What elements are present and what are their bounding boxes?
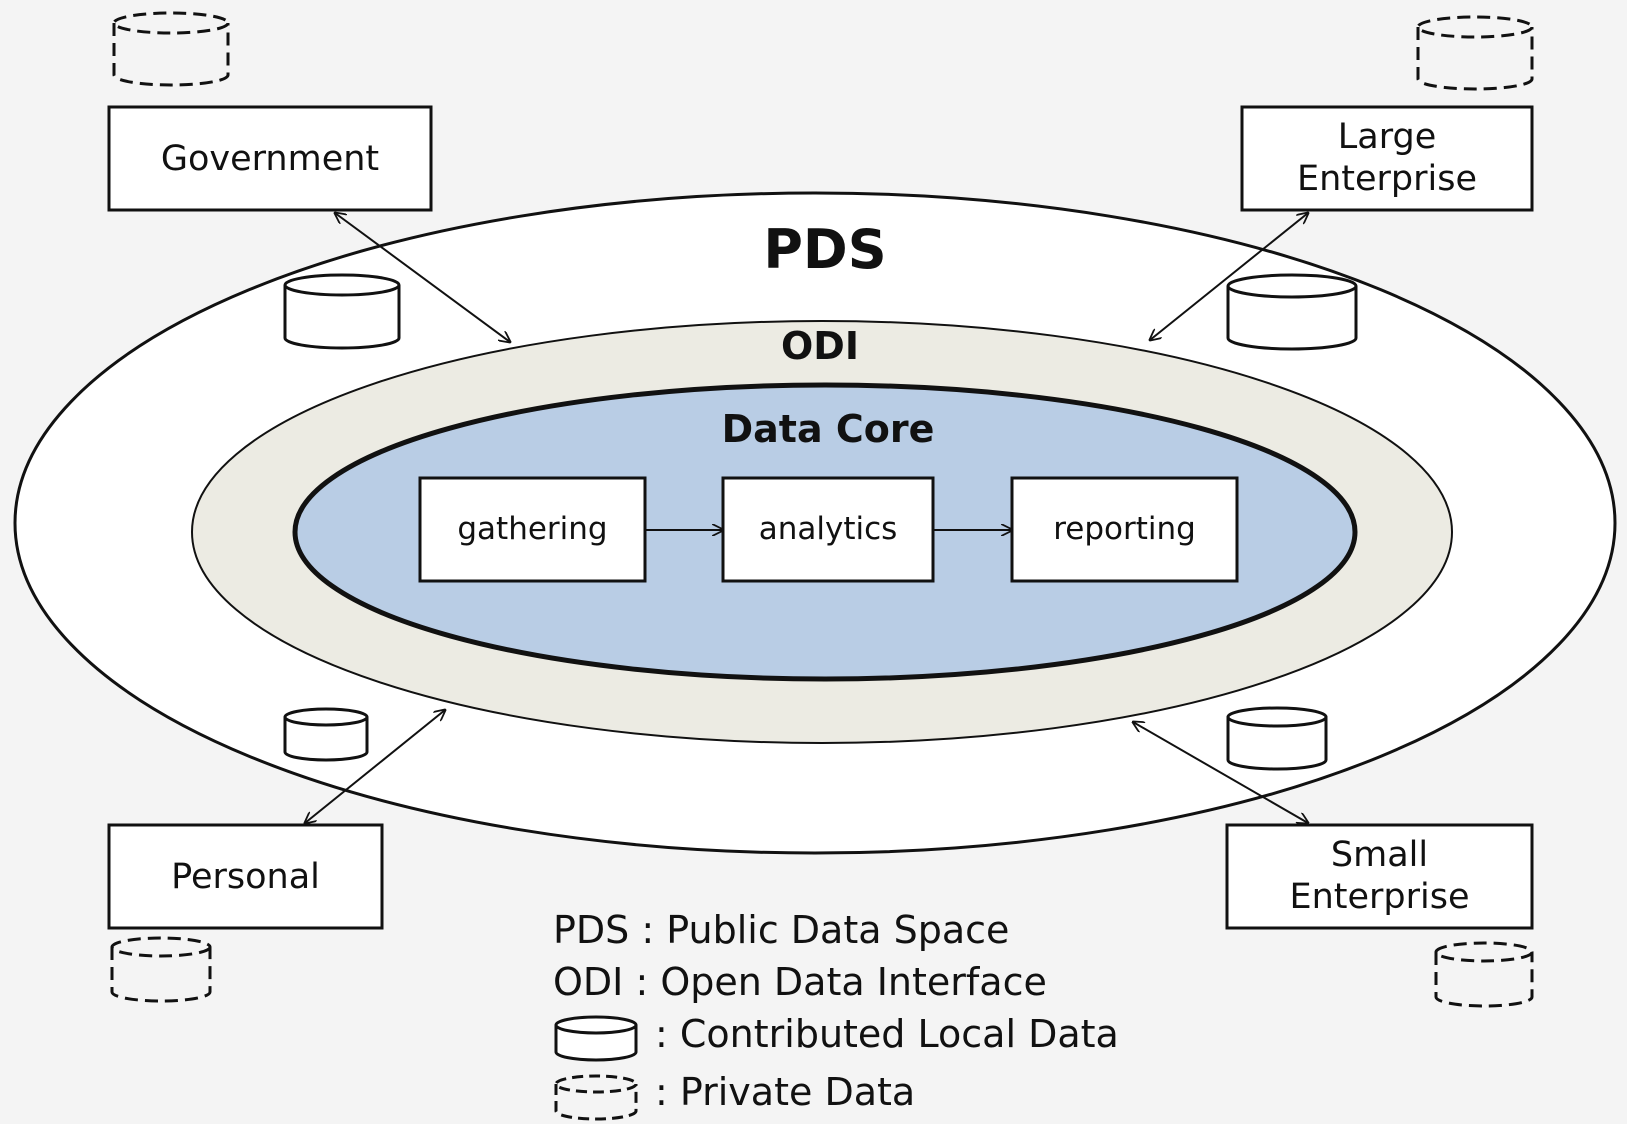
legend-solid-cylinder-icon — [554, 1015, 638, 1062]
legend-private-data: : Private Data — [655, 1070, 916, 1114]
solid-cylinder-icon — [283, 707, 369, 762]
solid-cylinder-icon — [1226, 706, 1328, 771]
personal-odi-arrow — [305, 710, 445, 823]
analytics-label: analytics — [758, 511, 898, 547]
small-enterprise-box — [1225, 823, 1534, 930]
analytics-box — [721, 476, 935, 583]
dashed-cylinder-icon — [1434, 941, 1534, 1008]
legend-dashed-cylinder-icon — [554, 1074, 638, 1121]
large-enterprise-odi-arrow — [1150, 213, 1308, 340]
personal-box — [107, 823, 384, 930]
large-enterprise-label: Large Enterprise — [1296, 117, 1478, 199]
reporting-box — [1010, 476, 1239, 583]
solid-cylinder-icon — [1226, 273, 1358, 351]
legend-contributed-local-data: : Contributed Local Data — [655, 1012, 1119, 1056]
legend-odi: ODI : Open Data Interface — [553, 960, 1047, 1004]
government-odi-arrow — [335, 213, 510, 342]
data-core-label: Data Core — [721, 407, 935, 451]
personal-label: Personal — [171, 857, 320, 897]
legend-pds: PDS : Public Data Space — [553, 908, 1010, 952]
gathering-label: gathering — [457, 511, 608, 547]
solid-cylinder-icon — [283, 273, 401, 350]
government-box — [107, 105, 433, 212]
gathering-box — [418, 476, 647, 583]
government-label: Government — [160, 139, 380, 179]
dashed-cylinder-icon — [110, 936, 212, 1003]
odi-label: ODI — [781, 324, 859, 368]
pds-label: PDS — [763, 218, 887, 281]
dashed-cylinder-icon — [1416, 15, 1534, 91]
small-enterprise-label: Small Enterprise — [1289, 835, 1470, 917]
large-enterprise-box — [1240, 105, 1534, 212]
small-enterprise-odi-arrow — [1133, 722, 1308, 823]
dashed-cylinder-icon — [112, 11, 230, 87]
reporting-label: reporting — [1053, 511, 1196, 547]
